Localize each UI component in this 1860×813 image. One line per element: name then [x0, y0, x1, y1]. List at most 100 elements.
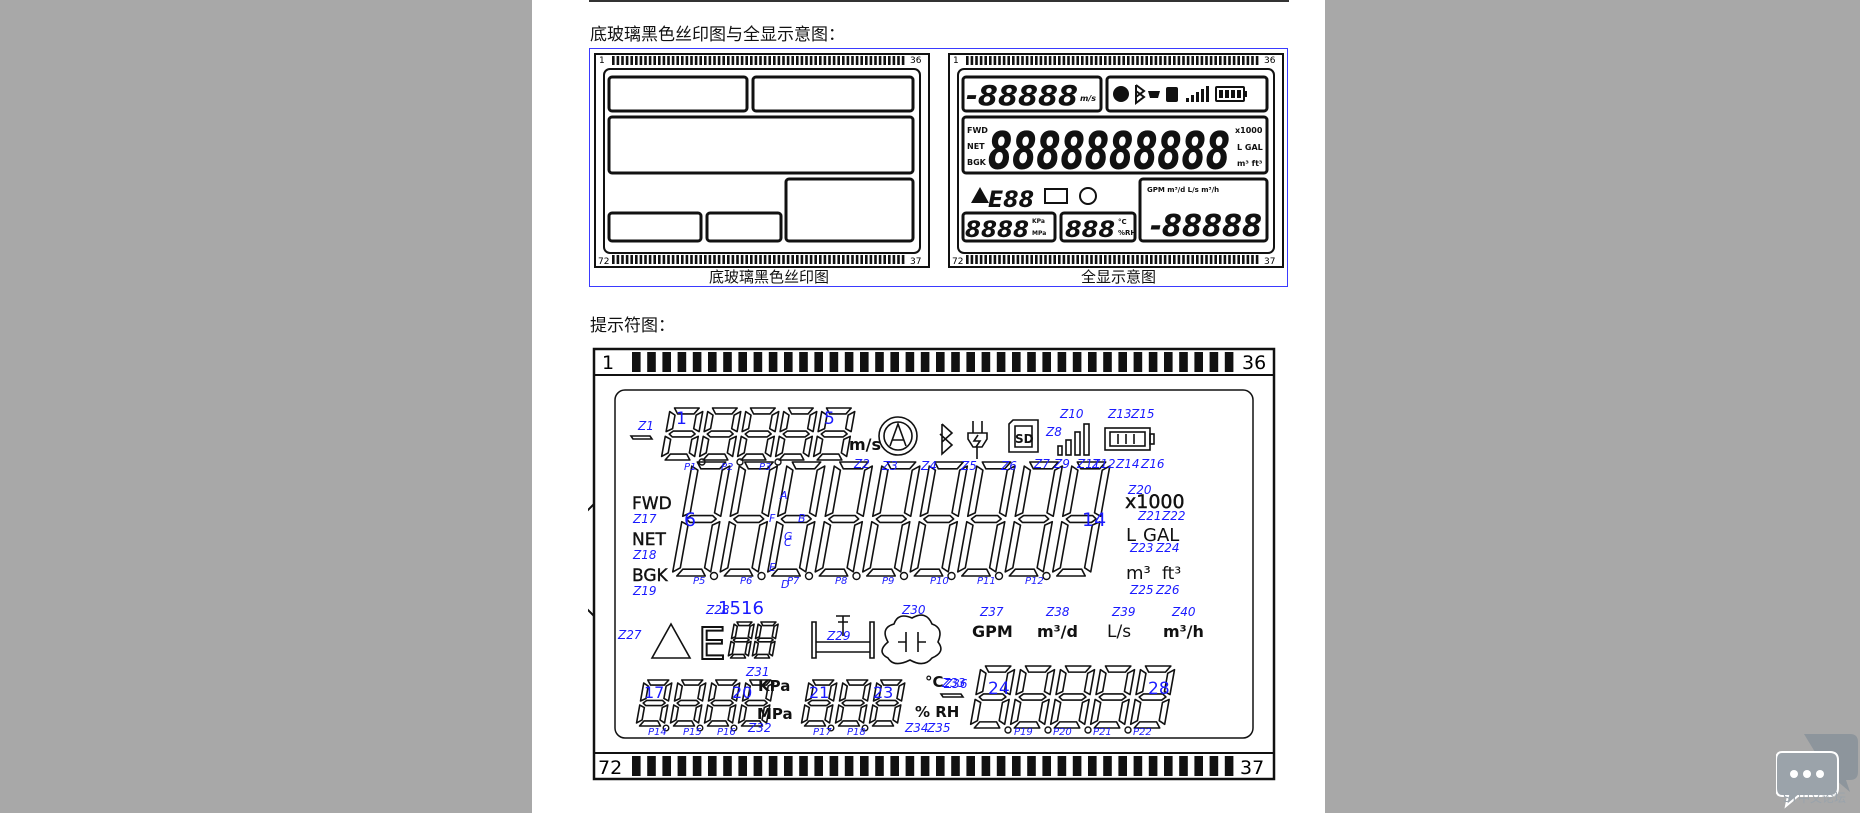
segment-letter-B: B: [798, 512, 806, 525]
pressure-digit-1: [635, 679, 673, 727]
sd-label: SD: [1015, 432, 1034, 446]
label-z12: Z12: [1091, 457, 1116, 471]
bottom-digit-1: [969, 665, 1016, 729]
digit-number-6: 6: [684, 509, 696, 531]
label-p5: P5: [693, 576, 705, 587]
pin-label-36: 36: [1242, 352, 1266, 374]
alarm-clock-icon: [1113, 86, 1129, 102]
segment-letter-G: G: [784, 530, 793, 543]
warning-icon: [650, 622, 692, 659]
digit-number-5: 5: [824, 409, 835, 429]
plug-icon: [1148, 86, 1160, 103]
svg-text:L GAL: L GAL: [1237, 143, 1263, 152]
digit-number-21: 21: [809, 683, 829, 702]
label-p18: P18: [847, 727, 866, 738]
pin-label-37: 37: [1264, 257, 1275, 267]
pin-label-72: 72: [598, 257, 609, 267]
sd-card-icon: [1008, 419, 1039, 453]
label-p21: P21: [1093, 727, 1112, 738]
label-z38: Z38: [1045, 605, 1070, 619]
temp-digit-2: [834, 679, 872, 727]
silk-window-1: [607, 75, 749, 113]
main-digit-6: [909, 461, 969, 577]
watermark-text: ST中文论坛: [1783, 791, 1846, 805]
label-z22: Z22: [1161, 509, 1186, 523]
label-z8: Z8: [1045, 425, 1062, 439]
label-z26: Z26: [1155, 583, 1180, 597]
svg-text:%RH: %RH: [1118, 229, 1136, 237]
forum-logo: [1776, 734, 1858, 809]
hint-symbol-diagram: 1 36 72 37: [588, 347, 1276, 781]
warning-icon: [971, 187, 989, 203]
label-z40: Z40: [1171, 605, 1196, 619]
label-z16: Z16: [1140, 457, 1165, 471]
label-p20: P20: [1053, 727, 1072, 738]
battery-icon: [1215, 86, 1247, 102]
lcd-viewing-area: [614, 389, 1254, 739]
label-z28: Z28: [705, 603, 730, 617]
svg-text:°C: °C: [1118, 218, 1127, 226]
label-z33: Z33: [941, 676, 966, 690]
label-p3: P3: [759, 462, 771, 473]
label-z10: Z10: [1059, 407, 1084, 421]
unit-rh: % RH: [915, 703, 959, 721]
label-z20: Z20: [1127, 483, 1152, 497]
error-e-letter: E: [698, 619, 726, 670]
label-z15: Z15: [1130, 407, 1155, 421]
label-z32: Z32: [747, 721, 772, 735]
bottom-digit-5: [1129, 665, 1176, 729]
main-digit-4: [814, 461, 874, 577]
sd-card-icon: [1166, 87, 1178, 102]
label-z23: Z23: [1129, 541, 1154, 555]
svg-text:MPa: MPa: [1032, 230, 1046, 237]
digit-number-17: 17: [644, 683, 664, 702]
unit-degc: °C: [925, 673, 944, 691]
label-z34: Z34: [904, 721, 929, 735]
main-digit-1: [671, 461, 731, 577]
label-p15: P15: [683, 727, 702, 738]
pin-label-37: 37: [910, 257, 921, 267]
label-z30: Z30: [901, 603, 926, 617]
digit-number-28: 28: [1148, 679, 1170, 699]
unit-ft3: ft³: [1162, 564, 1181, 584]
preview-press-digits: 8888: [965, 218, 1029, 243]
label-z36: Z36: [943, 677, 968, 691]
digit-number-20: 20: [732, 683, 752, 702]
label-p17: P17: [813, 727, 832, 738]
label-z27: Z27: [617, 628, 642, 642]
label-z21: Z21: [1137, 509, 1162, 523]
bottom-digit-4: [1089, 665, 1136, 729]
unit-ls: L/s: [1107, 622, 1131, 642]
top-digit-4: [774, 407, 818, 461]
top-rule: [589, 0, 1289, 2]
label-z18: Z18: [632, 548, 657, 562]
bluetooth-icon: [1135, 84, 1146, 105]
unit-l: L: [1126, 525, 1136, 546]
label-p16: P16: [717, 727, 736, 738]
segment-letter-D: D: [781, 578, 789, 591]
unit-x1000: x1000: [1125, 491, 1185, 513]
label-p1: P1: [684, 462, 696, 473]
svg-text:NET: NET: [967, 142, 985, 151]
main-digit-2: [719, 461, 779, 577]
unit-gpm: GPM: [972, 622, 1013, 641]
svg-text:x1000: x1000: [1235, 126, 1263, 135]
caption-full-display: 全显示意图: [1081, 268, 1157, 286]
label-z31: Z31: [745, 665, 770, 679]
battery-icon: [1104, 427, 1155, 451]
cloud-icon: [881, 614, 942, 665]
label-z1: Z1: [637, 419, 654, 433]
pin-label-1: 1: [599, 56, 605, 66]
pressure-digit-2: [669, 679, 707, 727]
digit-number-14: 14: [1082, 509, 1106, 531]
digit-number-23: 23: [873, 683, 893, 702]
full-display-diagram: 1 36 72 37 -88888 m/s 8888888888 -88888 …: [948, 53, 1284, 268]
svg-text:BGK: BGK: [967, 158, 987, 167]
label-z7: Z7: [1033, 457, 1050, 471]
section-title: 底玻璃黑色丝印图与全显示意图：: [590, 25, 845, 45]
error-digit-2: [751, 621, 779, 659]
pin-label-72: 72: [952, 257, 963, 267]
svg-text:KPa: KPa: [1032, 218, 1045, 225]
segment-letter-F: F: [769, 512, 776, 525]
silk-window-2: [751, 75, 915, 113]
